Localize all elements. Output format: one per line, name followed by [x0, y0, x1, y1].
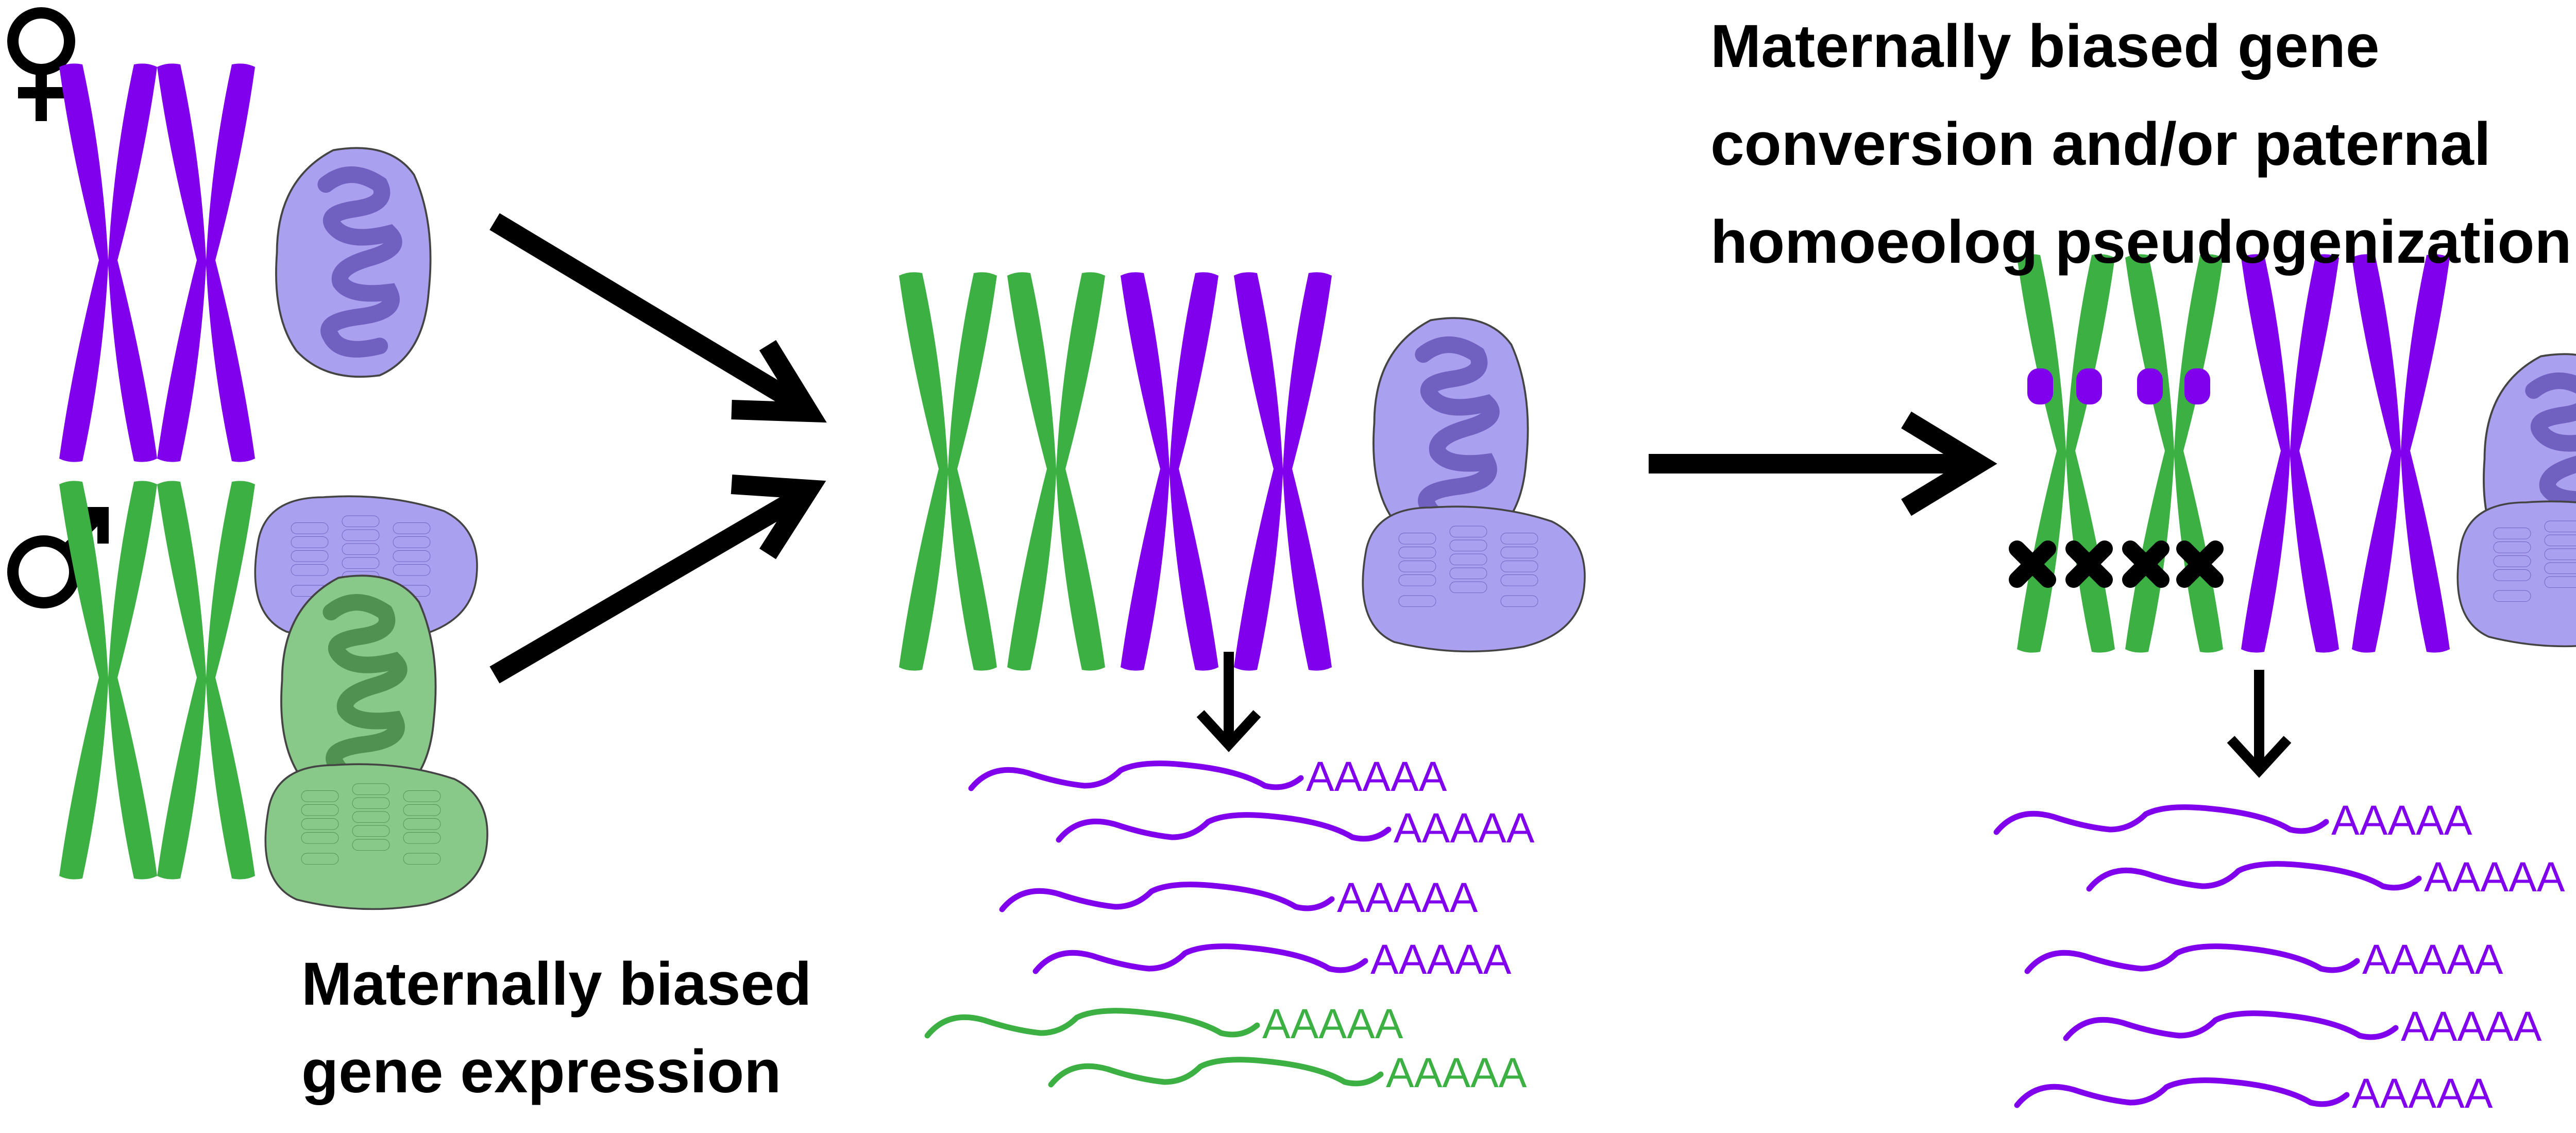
mrna-strand [924, 1008, 1260, 1039]
polya-tail: AAAAA [1394, 805, 1535, 852]
transcript-item: AAAAA [2063, 1003, 2542, 1050]
maternal-chromosome [1234, 272, 1332, 671]
polya-tail: AAAAA [1370, 936, 1512, 983]
converted-segment [2027, 368, 2210, 404]
paternal-chloroplast-icon [264, 763, 488, 910]
maternal-chromosome [2352, 254, 2450, 653]
conversion-label-line3: homoeolog pseudogenization [1710, 208, 2572, 276]
arrow-hybrid-to-expression [1196, 652, 1261, 752]
polya-tail: AAAAA [1337, 874, 1478, 921]
mrna-strand [968, 760, 1304, 791]
transcript-item: AAAAA [1056, 805, 1535, 852]
maternal-chromosome [157, 63, 255, 462]
mrna-strand [1993, 804, 2329, 835]
arrow-paternal-to-hybrid [489, 475, 826, 684]
female-symbol-icon [7, 7, 75, 121]
mrna-strand [999, 882, 1335, 912]
maternal-chromosome [1121, 272, 1218, 671]
expression-label-line1: Maternally biased [301, 950, 811, 1018]
mrna-strand [2086, 861, 2422, 892]
mrna-strand [1056, 812, 1392, 843]
allopolyploid-genome [899, 272, 1586, 671]
converted-chloroplast-icon [2456, 500, 2576, 648]
transcript-item: AAAAA [1032, 936, 1512, 983]
transcript-item: AAAAA [2024, 936, 2503, 983]
transcript-item: AAAAA [1993, 797, 2472, 844]
transcript-item: AAAAA [999, 874, 1478, 921]
pseudogenization-marks [2009, 540, 2224, 588]
transcript-item: AAAAA [1048, 1050, 1527, 1096]
hybrid-chloroplast-icon [1362, 505, 1586, 653]
polya-tail: AAAAA [2362, 936, 2503, 983]
polya-tail: AAAAA [2424, 854, 2565, 901]
cross-icon [2122, 540, 2170, 588]
cross-icon [2065, 540, 2113, 588]
transcript-item: AAAAA [968, 753, 1447, 800]
polya-tail: AAAAA [1262, 1001, 1403, 1047]
paternal-chromosome [2017, 254, 2115, 653]
arrow-converted-to-expression [2227, 670, 2292, 778]
paternal-chromosome [899, 272, 997, 671]
cross-icon [2009, 540, 2056, 588]
expression-label-line2: gene expression [301, 1038, 781, 1106]
paternal-chromosome [1007, 272, 1105, 671]
cross-icon [2176, 540, 2224, 588]
conversion-label: Maternally biased gene conversion and/or… [1710, 12, 2572, 276]
polya-tail: AAAAA [2401, 1003, 2542, 1050]
polya-tail: AAAAA [1386, 1050, 1527, 1096]
converted-genome [2009, 254, 2576, 653]
arrow-maternal-to-hybrid [489, 213, 827, 423]
conversion-label-line2: conversion and/or paternal [1710, 110, 2491, 178]
transcript-item: AAAAA [2014, 1070, 2493, 1117]
mrna-strand [2024, 943, 2360, 974]
maternal-mitochondrion-icon [276, 148, 431, 377]
mrna-strand [1032, 943, 1368, 974]
arrow-hybrid-to-converted [1649, 411, 1997, 516]
paternal-chromosome [2125, 254, 2223, 653]
polya-tail: AAAAA [1306, 753, 1447, 800]
polya-tail: AAAAA [2331, 797, 2472, 844]
mrna-strand [1048, 1057, 1384, 1088]
mrna-strand [2063, 1010, 2399, 1041]
mrna-strand [2014, 1077, 2350, 1108]
polya-tail: AAAAA [2352, 1070, 2493, 1117]
transcript-item: AAAAA [924, 1001, 1403, 1047]
right-transcript-list: AAAAA AAAAA AAAAA AAAAA AAAAA [1993, 797, 2565, 1117]
conversion-label-line1: Maternally biased gene [1710, 12, 2379, 80]
expression-label: Maternally biased gene expression [301, 950, 828, 1106]
transcript-item: AAAAA [2086, 854, 2565, 901]
maternal-chromosome [2241, 254, 2339, 653]
maternal-chromosome [59, 63, 157, 462]
paternal-chromosome [157, 481, 255, 880]
